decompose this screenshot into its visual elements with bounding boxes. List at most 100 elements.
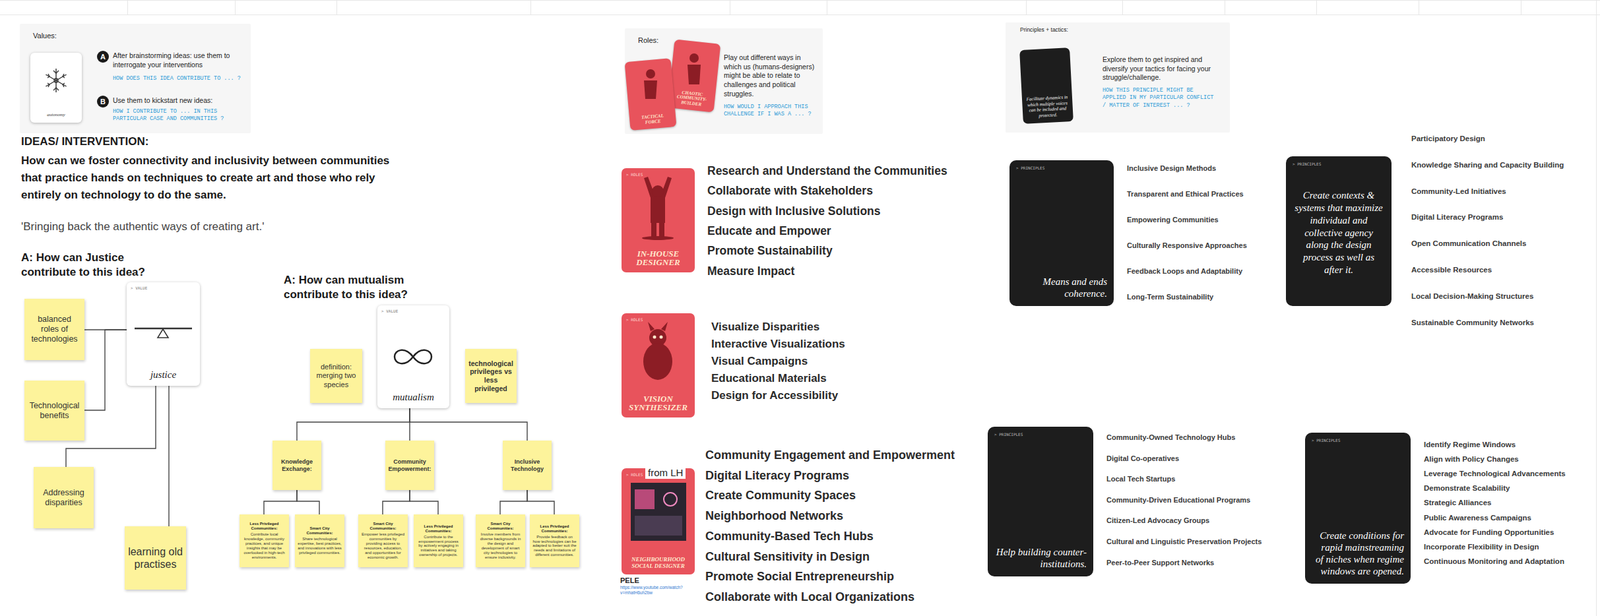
panel-text: HOW I CONTRIBUTE TO ... IN THIS PARTICUL… — [112, 108, 232, 124]
card-text: > PRINCIPLES — [1292, 161, 1385, 167]
label-slot: Digital Literacy Programs — [1411, 213, 1504, 223]
label-slot: Community-Led Initiatives — [1411, 187, 1507, 197]
question-text: How can we foster connectivity and inclu… — [21, 152, 408, 204]
principle-tactic: Participatory Design — [1411, 134, 1486, 144]
label-slot: Interactive Visualizations — [711, 337, 846, 352]
role-action: Community Engagement and Empowerment — [705, 448, 955, 464]
panel-text: HOW WOULD I APPROACH THIS CHALLENGE IF I… — [723, 103, 820, 119]
label-slot: Strategic Alliances — [1423, 498, 1492, 509]
label-slot: IDEAS/ INTERVENTION: — [21, 135, 149, 149]
card-text: Create contexts & systems that maximize … — [1292, 189, 1385, 276]
label-slot: Feedback Loops and Adaptability — [1126, 267, 1243, 276]
principle-card: > PRINCIPLESHelp building counter-instit… — [987, 426, 1094, 577]
principle-tactic: Public Awareness Campaigns — [1423, 513, 1532, 524]
label-slot: Create Community Spaces — [705, 488, 856, 504]
principle-tactic: Incorporate Flexibility in Design — [1423, 543, 1539, 553]
source-note: PELE — [620, 576, 640, 585]
principle-tactic: Align with Policy Changes — [1423, 455, 1519, 465]
sticky-note: Knowledge Exchange: — [272, 440, 322, 491]
tree-connector — [527, 490, 555, 515]
panel-text: HOW DOES THIS IDEA CONTRIBUTE TO ... ? — [112, 75, 249, 83]
role-action: Educational Materials — [711, 372, 827, 386]
role-action: Design for Accessibility — [711, 389, 838, 403]
label-slot: Collaborate with Local Organizations — [705, 590, 915, 606]
card-text: > PRINCIPLES — [1311, 438, 1405, 443]
sticky-note: learning old practises — [124, 526, 187, 590]
tree-connector — [263, 490, 297, 515]
role-action: Cultural Sensitivity in Design — [705, 550, 870, 565]
instruction-panel: Facilitate dynamics in which multiple vo… — [1005, 22, 1230, 133]
quote-text: 'Bringing back the authentic ways of cre… — [21, 220, 264, 234]
text-slot: HOW DOES THIS IDEA CONTRIBUTE TO ... ? — [112, 75, 249, 83]
tree-connector — [500, 490, 528, 515]
text-slot: Principles + tactics: — [1020, 26, 1073, 33]
principle-tactic: Demonstrate Scalability — [1423, 484, 1510, 494]
card-text: autonomy — [34, 112, 78, 118]
role-action: Interactive Visualizations — [711, 337, 846, 352]
sticky-text: Contribute to the empowerment process by… — [416, 535, 461, 558]
label-slot: Empowering Communities — [1126, 215, 1219, 225]
sticky-text: Less Privileged Communities: — [416, 524, 461, 534]
sticky-text: Smart City Communities: — [360, 521, 406, 532]
principle-tactic: Identify Regime Windows — [1423, 440, 1516, 450]
sticky-note: Less Privileged Communities:Contribute l… — [239, 514, 289, 568]
sticky-text: Technological benefits — [27, 401, 82, 421]
sticky-note: balanced roles of technologies — [24, 298, 85, 361]
role-action: Neighborhood Networks — [705, 509, 844, 524]
sticky-text: Involve members from diverse backgrounds… — [478, 532, 523, 560]
text-slot: HOW I CONTRIBUTE TO ... IN THIS PARTICUL… — [112, 108, 232, 124]
snowflake-icon — [45, 68, 66, 93]
panel-text: Play out different ways in which us (hum… — [723, 53, 820, 99]
label-slot: Promote Sustainability — [707, 244, 833, 258]
text-slot: HOW WOULD I APPROACH THIS CHALLENGE IF I… — [723, 103, 820, 119]
label-slot: Promote Social Entrepreneurship — [705, 570, 895, 585]
role-card: > ROLESIN-HOUSE DESIGNER — [621, 168, 695, 273]
step-letter: A — [100, 53, 106, 61]
sticky-text: Provide feedback on how technologies can… — [532, 535, 577, 558]
label-slot: Visual Campaigns — [711, 354, 808, 369]
question-heading: A: How can Justice contribute to this id… — [21, 250, 180, 280]
card-text: Means and ends coherence. — [1016, 275, 1108, 300]
sticky-text: Smart City Communities: — [297, 526, 342, 536]
section-heading: IDEAS/ INTERVENTION: — [21, 135, 149, 149]
label-slot: Community-Based Tech Hubs — [705, 529, 874, 545]
principle-tactic: Cultural and Linguistic Preservation Pro… — [1106, 537, 1262, 547]
principle-tactic: Culturally Responsive Approaches — [1126, 241, 1248, 251]
principle-tactic: Local Decision-Making Structures — [1411, 292, 1534, 302]
card-text: > PRINCIPLES — [994, 432, 1087, 437]
text-slot: Explore them to get inspired and diversi… — [1102, 55, 1218, 83]
label-slot: PELE — [620, 576, 640, 585]
panel-text: Roles: — [638, 36, 659, 45]
label-slot: Peer-to-Peer Support Networks — [1106, 558, 1215, 568]
card-text: > PRINCIPLES — [1016, 165, 1108, 171]
sticky-note: technological privileges vs less privile… — [465, 349, 517, 404]
label-slot: Educate and Empower — [707, 224, 832, 239]
sticky-note: Smart City Communities:Involve members f… — [475, 514, 526, 568]
label-slot: Design for Accessibility — [711, 389, 838, 403]
role-action: Collaborate with Local Organizations — [705, 590, 915, 606]
label-slot: Culturally Responsive Approaches — [1126, 241, 1248, 251]
principle-card: > PRINCIPLES Means and ends coherence. — [1009, 160, 1114, 307]
tree-connector — [84, 329, 127, 411]
role-card: CHAOTIC COMMUNITY-BUILDER — [667, 39, 721, 113]
sticky-note: definition: merging two species — [310, 349, 363, 404]
label-slot: Inclusive Design Methods — [1126, 164, 1216, 173]
label-slot: Research and Understand the Communities — [707, 164, 948, 179]
sticky-note: Less Privileged Communities:Contribute t… — [413, 514, 464, 568]
label-slot: How can we foster connectivity and inclu… — [21, 152, 408, 204]
panel-text: After brainstorming ideas: use them to i… — [112, 51, 249, 70]
value-card: > VALUEmutualism — [377, 305, 450, 409]
source-link: https://www.youtube.com/watch?v=mhatH6uh… — [620, 585, 683, 596]
vision-synthesizer-figure — [643, 321, 673, 381]
in-house-designer-figure — [641, 176, 674, 241]
panel-text: Values: — [32, 31, 57, 40]
label-slot: Knowledge Sharing and Capacity Building — [1411, 160, 1564, 171]
tree-connector — [409, 490, 439, 515]
label-slot: Community Engagement and Empowerment — [705, 448, 955, 464]
sticky-text: Smart City Communities: — [478, 521, 523, 532]
sticky-text: Empower less privileged communities by p… — [360, 532, 406, 560]
label-slot: Open Communication Channels — [1411, 239, 1527, 249]
label-slot: Continuous Monitoring and Adaptation — [1423, 557, 1565, 567]
principle-tactic: Digital Co-operatives — [1106, 454, 1180, 464]
label-slot: Measure Impact — [707, 264, 795, 279]
